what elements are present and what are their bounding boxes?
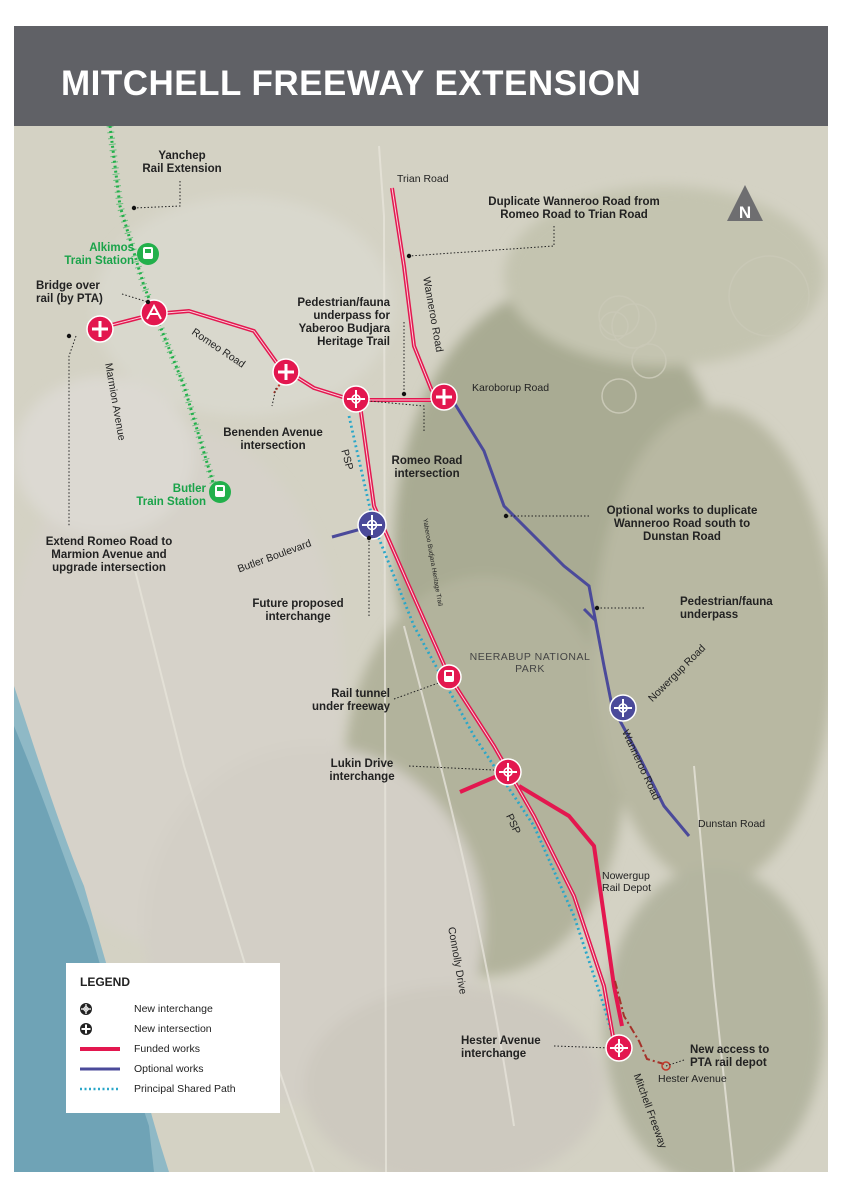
rail-bridge-icon[interactable]	[140, 299, 168, 327]
pta-access-marker	[661, 1061, 671, 1071]
leader-lines	[68, 181, 685, 1067]
nowergup-depot-label: Nowergup Rail Depot	[602, 870, 652, 894]
page-title: MITCHELL FREEWAY EXTENSION	[61, 64, 642, 103]
rail-tunnel-annotation: Rail tunnel under freeway	[312, 688, 390, 713]
butler-station-icon[interactable]	[209, 481, 231, 503]
nowergup-interchange-icon[interactable]	[609, 694, 637, 722]
benenden-annotation: Benenden Avenue intersection	[223, 427, 323, 452]
optional-works-swatch	[80, 1067, 120, 1071]
legend-label: Principal Shared Path	[134, 1083, 236, 1095]
legend-item-funded: Funded works	[80, 1042, 270, 1056]
duplicate-wanneroo-annotation: Duplicate Wanneroo Road from Romeo Road …	[488, 196, 660, 221]
alkimos-station-label: Alkimos Train Station	[64, 242, 134, 267]
hester-annotation: Hester Avenue interchange	[461, 1035, 541, 1060]
legend-item-intersection: New intersection	[80, 1022, 270, 1036]
north-arrow-icon	[727, 185, 763, 221]
optional-duplicate-annotation: Optional works to duplicate Wanneroo Roa…	[606, 505, 758, 543]
future-interchange-annotation: Future proposed interchange	[252, 598, 344, 623]
marmion-intersection-icon[interactable]	[86, 315, 114, 343]
legend-label: Optional works	[134, 1063, 204, 1075]
minor-roads	[133, 145, 735, 1172]
legend-item-interchange: New interchange	[80, 1002, 270, 1016]
extend-romeo-annotation: Extend Romeo Road to Marmion Avenue and …	[45, 536, 173, 574]
legend-item-psp: Principal Shared Path	[80, 1082, 270, 1096]
leader-dots	[66, 205, 600, 611]
farm-circles	[598, 255, 810, 414]
romeo-intersection-icon[interactable]	[342, 385, 370, 413]
lukin-annotation: Lukin Drive interchange	[329, 758, 395, 783]
yanchep-rail-annotation: Yanchep Rail Extension	[142, 150, 222, 175]
legend-label: New interchange	[134, 1003, 213, 1015]
title-bar: MITCHELL FREEWAY EXTENSION	[14, 26, 828, 126]
pta-access-annotation: New access to PTA rail depot	[690, 1044, 770, 1069]
interchange-icon	[80, 1003, 92, 1015]
map[interactable]: N Alkimos Train Station Butler Train Sta…	[14, 126, 828, 1172]
hester-interchange-icon[interactable]	[605, 1034, 633, 1062]
legend-item-optional: Optional works	[80, 1062, 270, 1076]
alkimos-station-icon[interactable]	[137, 243, 159, 265]
principal-shared-path	[347, 415, 616, 1042]
map-canvas	[14, 126, 828, 1172]
legend-title: LEGEND	[80, 975, 131, 989]
national-park-label: NEERABUP NATIONAL PARK	[469, 651, 591, 675]
legend-label: Funded works	[134, 1043, 200, 1055]
intersection-icon	[80, 1023, 92, 1035]
north-label: N	[738, 203, 752, 222]
trian-road-label: Trian Road	[397, 173, 449, 185]
ped-fauna-trail-annotation: Pedestrian/fauna underpass for Yaberoo B…	[297, 297, 390, 348]
ped-fauna-annotation: Pedestrian/fauna underpass	[680, 596, 773, 621]
benenden-intersection-icon[interactable]	[272, 358, 300, 386]
legend: LEGEND New interchange New intersection …	[66, 963, 280, 1113]
romeo-intersection-annotation: Romeo Road intersection	[391, 455, 463, 480]
butler-interchange-icon[interactable]	[357, 510, 387, 540]
rail-tunnel-icon[interactable]	[436, 664, 462, 690]
pta-access-route	[614, 980, 665, 1065]
rail-line-sleepers	[106, 126, 218, 488]
butler-station-label: Butler Train Station	[136, 483, 206, 508]
karoborup-road-label: Karoborup Road	[472, 382, 550, 394]
bridge-rail-annotation: Bridge over rail (by PTA)	[36, 280, 103, 305]
dunstan-road-label: Dunstan Road	[698, 818, 766, 830]
hester-avenue-label: Hester Avenue	[658, 1073, 727, 1085]
karoborup-intersection-icon[interactable]	[430, 383, 458, 411]
legend-label: New intersection	[134, 1023, 212, 1035]
lukin-interchange-icon[interactable]	[494, 758, 522, 786]
psp-swatch	[80, 1087, 120, 1091]
funded-works-swatch	[80, 1047, 120, 1051]
terrain-texture	[14, 186, 828, 1172]
